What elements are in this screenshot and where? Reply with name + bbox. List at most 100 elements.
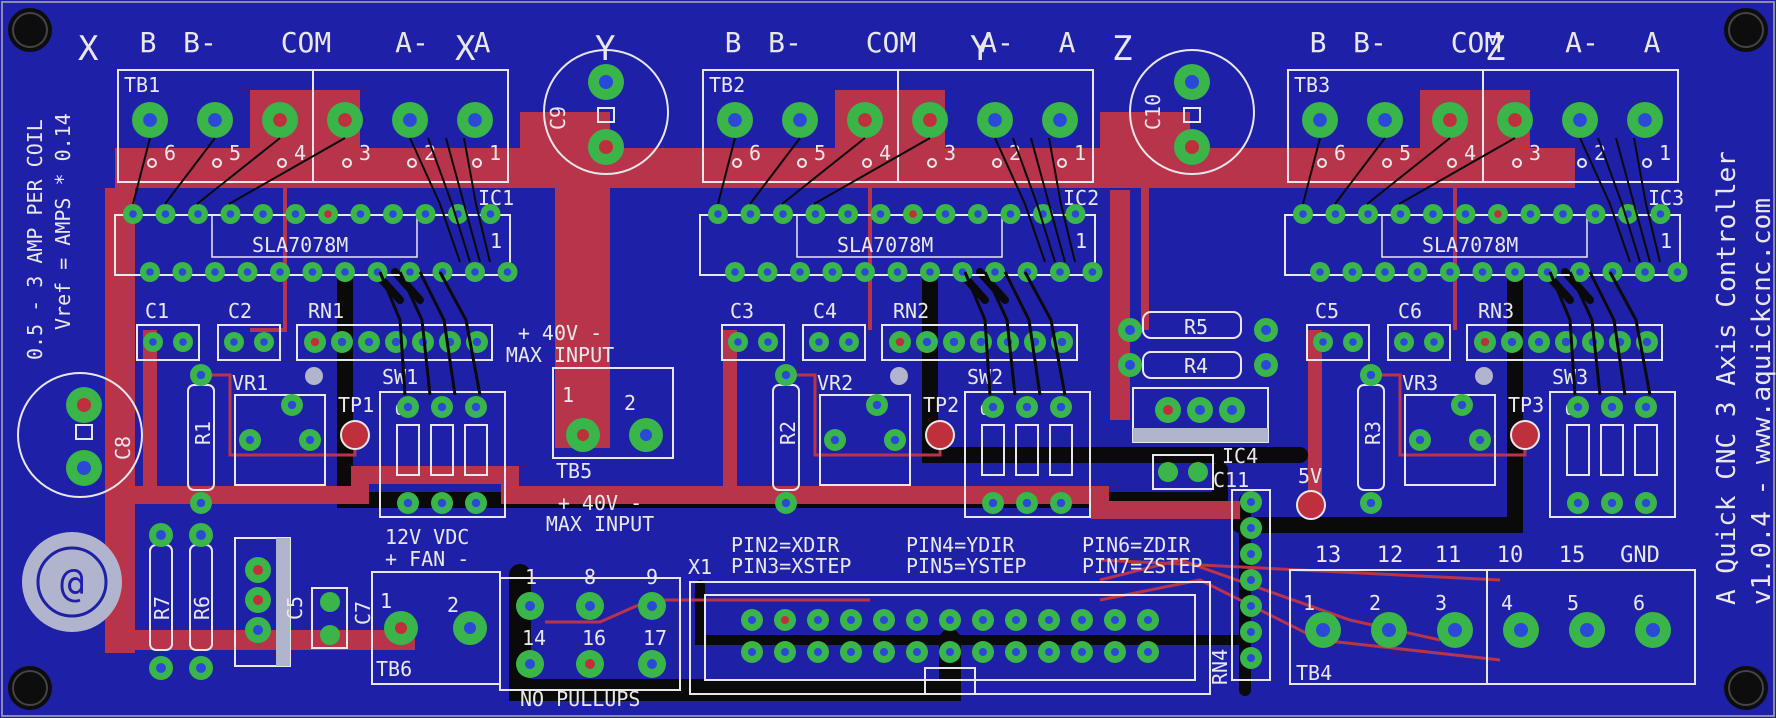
pad-drill bbox=[291, 210, 300, 218]
c10-label: C10 bbox=[1141, 94, 1165, 130]
pad-drill bbox=[781, 370, 791, 380]
terminal-pin-number: 5 bbox=[1399, 141, 1411, 165]
tb4-label: TB4 bbox=[1296, 661, 1332, 685]
tb4-signal-label: GND bbox=[1620, 543, 1660, 568]
x1-pin-drill bbox=[946, 616, 954, 624]
pad-drill bbox=[779, 210, 787, 218]
trimmer-label: VR2 bbox=[817, 371, 853, 395]
signal-trace bbox=[813, 137, 931, 205]
terminal-block-label: TB3 bbox=[1294, 73, 1330, 97]
trimmer-outline bbox=[234, 394, 326, 486]
rn-outline bbox=[881, 324, 1078, 361]
tb5-outline bbox=[552, 367, 674, 459]
x1-pin-drill bbox=[1012, 648, 1020, 656]
power-rating-bottom: + 40V - bbox=[558, 491, 642, 515]
power-max-bottom: MAX INPUT bbox=[546, 512, 654, 536]
rn4-pin-drill bbox=[1247, 524, 1255, 532]
test-point-label: TP2 bbox=[923, 393, 959, 417]
pad-drill bbox=[1022, 498, 1032, 508]
signal-trace bbox=[463, 137, 491, 263]
x1-label: X1 bbox=[688, 555, 712, 579]
pad-drill bbox=[1480, 337, 1490, 347]
test-point-label: TP1 bbox=[338, 393, 374, 417]
ic-inner bbox=[211, 214, 418, 258]
cap-outline bbox=[802, 324, 866, 361]
r7-label: R7 bbox=[150, 596, 174, 620]
signal-trace bbox=[1398, 137, 1516, 205]
power-max-top: MAX INPUT bbox=[506, 343, 614, 367]
pin-marker bbox=[1577, 158, 1587, 168]
pad-drill bbox=[503, 268, 512, 276]
x1-pin-drill bbox=[1111, 616, 1119, 624]
pad-drill bbox=[844, 210, 852, 218]
pad-drill bbox=[1478, 268, 1487, 276]
signal-trace bbox=[1012, 137, 1056, 263]
pad-drill bbox=[1316, 268, 1324, 276]
pin-marker bbox=[342, 158, 352, 168]
pad-drill bbox=[922, 337, 932, 347]
switch-label: SW2 bbox=[967, 365, 1003, 389]
jumper-17-label: 17 bbox=[643, 626, 667, 650]
v5-label: 5V bbox=[1298, 464, 1322, 488]
c11-label: C11 bbox=[1213, 468, 1249, 492]
pad-drill bbox=[1413, 268, 1422, 276]
pad-drill bbox=[1022, 402, 1032, 412]
terminal-pin-number: 2 bbox=[424, 141, 436, 165]
pad-drill bbox=[243, 268, 252, 276]
pad-drill bbox=[389, 210, 397, 218]
x1-pin-drill bbox=[1045, 648, 1053, 656]
pad-drill bbox=[471, 268, 479, 276]
pad-drill bbox=[1461, 210, 1470, 218]
terminal-pin-number: 3 bbox=[944, 141, 956, 165]
terminal-pin-number: 1 bbox=[1659, 141, 1671, 165]
terminal-letter: A- bbox=[980, 26, 1014, 59]
terminal-pin-number: 4 bbox=[879, 141, 891, 165]
pad-drill bbox=[196, 498, 206, 508]
pad-drill bbox=[1071, 210, 1080, 218]
pad-drill bbox=[923, 113, 937, 127]
pad-drill bbox=[793, 113, 807, 127]
tb4-pad-drill bbox=[1448, 623, 1462, 637]
rn4-pin-drill bbox=[1247, 550, 1255, 558]
switch-lever bbox=[430, 424, 454, 476]
ic-inner bbox=[1381, 214, 1588, 258]
x1-pin-drill bbox=[1144, 616, 1152, 624]
pad-drill bbox=[1299, 210, 1307, 218]
pad-drill bbox=[1573, 402, 1583, 412]
tb4-pad-drill bbox=[1646, 623, 1660, 637]
x1-pin-drill bbox=[781, 648, 789, 656]
pin2-label: PIN2=XDIR bbox=[731, 533, 840, 557]
terminal-letter: COM bbox=[1451, 26, 1502, 59]
signal-trace bbox=[438, 271, 482, 396]
pad-drill bbox=[403, 402, 413, 412]
pad-drill bbox=[893, 268, 902, 276]
switch-lever bbox=[1600, 424, 1624, 476]
pin-marker bbox=[1057, 158, 1067, 168]
rn-label: RN1 bbox=[308, 299, 344, 323]
pad-drill bbox=[991, 268, 999, 276]
pad-drill bbox=[764, 338, 772, 346]
terminal-block-label: TB1 bbox=[124, 73, 160, 97]
pad-drill bbox=[1430, 338, 1438, 346]
x1-pin-drill bbox=[1078, 616, 1086, 624]
pad-drill bbox=[149, 338, 157, 346]
no-pullups-label: NO PULLUPS bbox=[520, 687, 640, 711]
pad-drill bbox=[763, 268, 772, 276]
cap-outline bbox=[1306, 324, 1370, 361]
tb6-pin2-label: 2 bbox=[447, 593, 459, 617]
pad-drill bbox=[178, 268, 187, 276]
pad-drill bbox=[468, 113, 482, 127]
pad-drill bbox=[486, 210, 495, 218]
pad-drill bbox=[1641, 498, 1651, 508]
terminal-pin-number: 2 bbox=[1594, 141, 1606, 165]
pin-marker bbox=[1642, 158, 1652, 168]
signal-trace bbox=[132, 137, 151, 205]
coil-current-note: 0.5 - 3 AMP PER COIL bbox=[23, 119, 47, 360]
pad-drill bbox=[811, 210, 820, 218]
rn-outline bbox=[296, 324, 493, 361]
pad-drill bbox=[781, 498, 791, 508]
terminal-letter: A bbox=[1059, 26, 1076, 59]
terminal-pin-number: 1 bbox=[1074, 141, 1086, 165]
